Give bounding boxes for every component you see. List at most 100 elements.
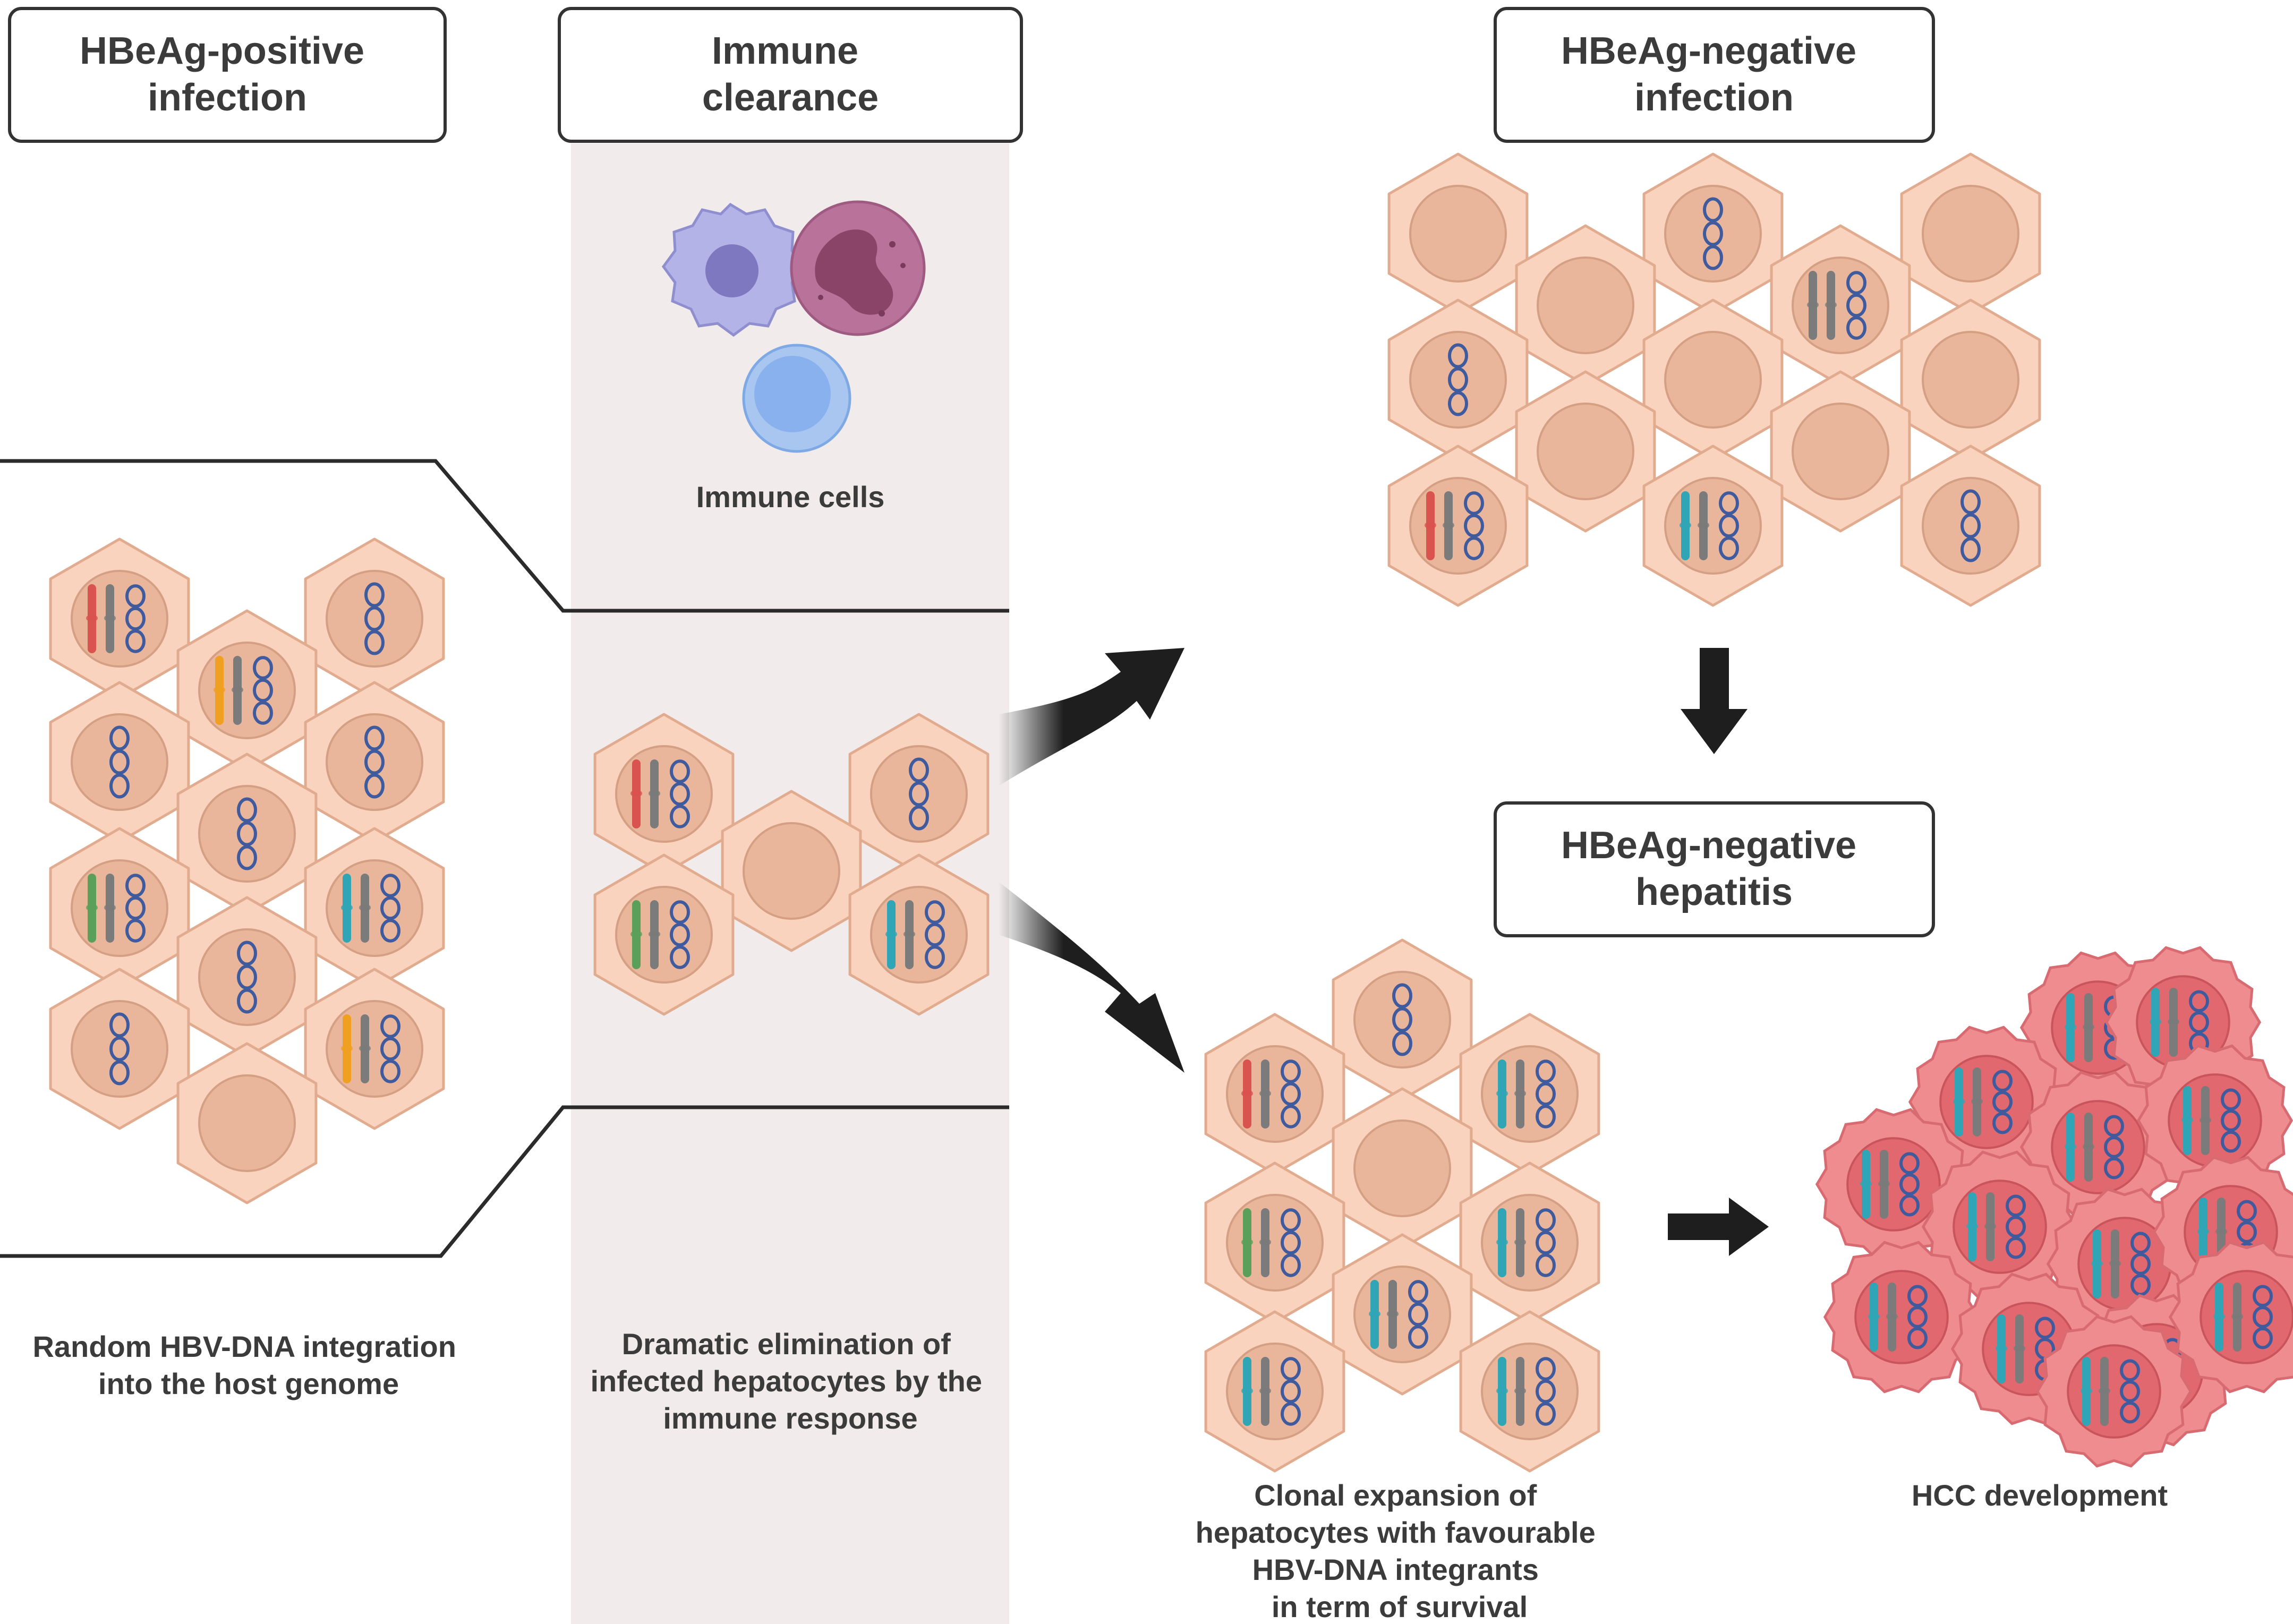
hbv-dna-icon [109, 749, 130, 775]
hepatocyte-icon [1459, 1310, 1600, 1473]
hbv-dna-icon [1703, 245, 1723, 270]
hepatocyte-icon [1459, 1161, 1600, 1324]
hbv-dna-icon [364, 630, 385, 655]
hepatocyte-icon [49, 681, 190, 843]
hbv-dna-icon [670, 782, 690, 806]
hepatocyte-icon [1332, 1087, 1473, 1250]
hepatocyte-icon [176, 896, 318, 1058]
svg-text:HBeAg-positive infection: HBeAg-positive infection [80, 30, 375, 119]
hbv-dna-icon [1960, 489, 1981, 515]
caption-dramatic-elimination: Dramatic elimination of [622, 1327, 951, 1361]
hbv-dna-icon [125, 896, 146, 920]
hbv-dna-icon [670, 945, 690, 969]
hbv-dna-icon [1536, 1105, 1556, 1129]
hbv-dna-icon [2221, 1109, 2241, 1132]
hbv-dna-icon [670, 900, 690, 924]
hbv-dna-icon [2221, 1130, 2241, 1153]
hbv-dna-icon [237, 988, 257, 1014]
hbv-dna-icon [2120, 1401, 2140, 1424]
hbv-dna-icon [125, 629, 146, 653]
hbv-dna-icon [1536, 1357, 1556, 1381]
hepatocyte-cluster-negative-infection [1387, 152, 2041, 607]
hbv-dna-icon [109, 773, 130, 799]
hepatocyte-icon [1642, 152, 1784, 315]
hbv-dna-icon [380, 874, 400, 898]
caption-immune-cells: Immune cells [696, 480, 885, 514]
bracket-line-top [0, 459, 1009, 613]
hepatocyte-icon [1642, 445, 1784, 607]
macrophage-icon [661, 202, 806, 337]
hepatocyte-icon [593, 713, 735, 875]
hepatocyte-icon [304, 827, 445, 989]
hbv-dna-icon [2237, 1221, 2257, 1243]
hcc-cell-icon [1823, 1241, 1980, 1394]
hbv-dna-icon [364, 725, 385, 751]
hbv-dna-icon [1448, 343, 1468, 369]
neutrophil-icon [790, 200, 926, 336]
hbv-dna-icon [380, 1014, 400, 1038]
hepatocyte-icon [304, 681, 445, 843]
hbv-dna-icon [1464, 536, 1484, 560]
hbv-dna-icon [1992, 1070, 2013, 1092]
hbv-dna-icon [1448, 367, 1468, 392]
hbv-dna-icon [1408, 1280, 1428, 1304]
hbv-dna-icon [125, 606, 146, 631]
stage-title-line: HBeAg-negative [1561, 824, 1856, 867]
hepatocyte-icon [1642, 298, 1784, 461]
caption-clonal-expansion: HBV-DNA integrants [1252, 1553, 1539, 1586]
svg-text:HBeAg-negative hepatitis: HBeAg-negative hepatitis [1561, 824, 1867, 913]
hbv-dna-icon [1281, 1379, 1301, 1404]
caption-clonal-expansion: hepatocytes with favourable [1196, 1516, 1596, 1549]
hepatocyte-icon [1204, 1161, 1345, 1324]
hbv-dna-icon [2104, 1157, 2124, 1179]
hbv-dna-icon [253, 656, 273, 680]
hcc-cell-icon [2019, 1071, 2177, 1224]
hbv-dna-icon [925, 922, 945, 947]
hbv-dna-icon [1899, 1194, 1920, 1217]
hepatocyte-icon [304, 968, 445, 1130]
hepatocyte-cluster-positive [49, 537, 445, 1204]
hbv-dna-icon [1536, 1082, 1556, 1106]
hbv-dna-icon [1281, 1230, 1301, 1255]
hbv-dna-icon [2189, 1011, 2209, 1033]
svg-text:Clonal expansion of hepato: Clonal expansion of hepatocytes with fav… [1196, 1478, 1604, 1623]
svg-text:Immune cells: Immune cells [696, 480, 885, 514]
hcc-cell-icon [2035, 1315, 2193, 1468]
hbv-dna-icon [1281, 1105, 1301, 1129]
hbv-dna-icon [670, 922, 690, 947]
hbv-dna-icon [1536, 1253, 1556, 1277]
hepatocyte-cluster-clearance [593, 713, 990, 1016]
hbv-dna-icon [2035, 1317, 2055, 1339]
stage-title-line: clearance [702, 76, 879, 119]
hbv-dna-icon [1392, 1007, 1412, 1032]
hcc-cell-icon [2168, 1241, 2293, 1394]
hbv-dna-icon [380, 896, 400, 920]
hbv-dna-icon [364, 606, 385, 631]
hbv-dna-icon [670, 759, 690, 783]
hbv-dna-icon [1846, 271, 1866, 295]
hbv-dna-icon [380, 1037, 400, 1061]
stage-title-line: infection [1634, 76, 1794, 119]
hbv-dna-icon [1899, 1152, 1920, 1175]
hcc-cell-icon [2136, 1044, 2293, 1197]
hbv-dna-icon [125, 584, 146, 608]
stage-title-line: Immune [712, 30, 858, 72]
hbv-dna-icon [364, 749, 385, 775]
hbv-dna-icon [1281, 1208, 1301, 1232]
caption-random-integration: Random HBV-DNA integration [32, 1330, 456, 1363]
hbv-dna-icon [925, 945, 945, 969]
hbv-dna-icon [237, 821, 257, 847]
hbv-dna-icon [1719, 491, 1739, 515]
hepatocyte-icon [176, 753, 318, 915]
hepatocyte-icon [49, 968, 190, 1130]
hepatocyte-icon [1515, 370, 1656, 533]
hbv-dna-icon [1408, 1302, 1428, 1327]
hbv-dna-icon [109, 1060, 130, 1085]
hcc-cell-cluster [1815, 946, 2293, 1468]
stage-title-line: HBeAg-positive [80, 30, 364, 72]
hbv-dna-icon [1960, 537, 1981, 562]
hbv-dna-icon [2253, 1327, 2273, 1349]
hbv-dna-icon [925, 900, 945, 924]
bracket-line-bottom [0, 1105, 1009, 1258]
hepatocyte-icon [1387, 152, 1529, 315]
